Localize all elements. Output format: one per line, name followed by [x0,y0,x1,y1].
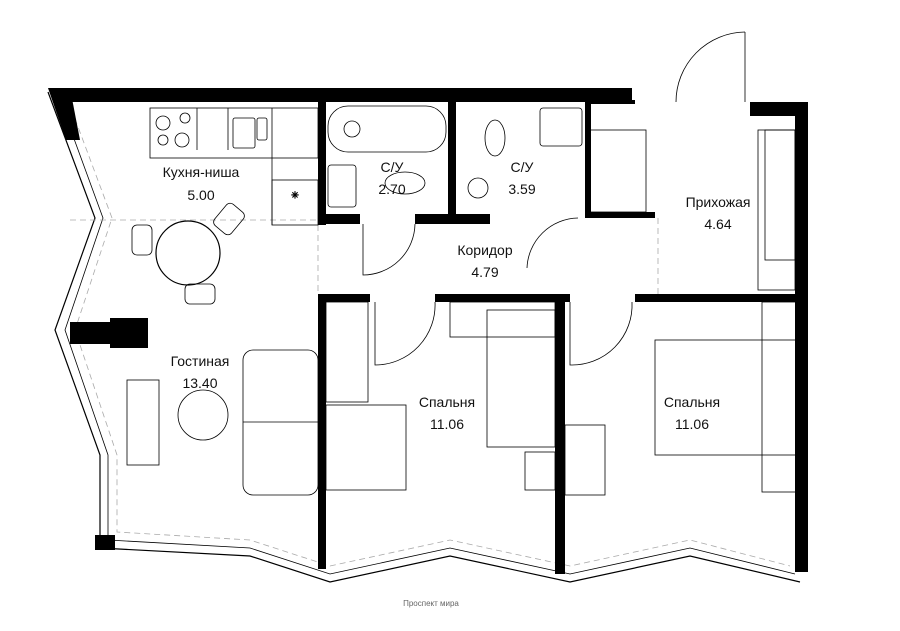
room-label-living: Гостиная 13.40 [171,353,230,391]
room-name: Прихожая [686,194,751,210]
entrance-door [675,31,746,103]
room-label-bathroom-1: С/У 2.70 [378,159,405,197]
room-label-kitchen: Кухня-ниша 5.00 [163,164,240,203]
room-name: С/У [511,159,534,175]
kitchen-furniture: ⁕ [131,107,319,305]
room-name: Спальня [419,394,475,410]
room-name: Спальня [664,394,720,410]
street-label: Проспект мира [403,599,459,608]
room-label-bedroom-1: Спальня 11.06 [419,394,475,432]
room-label-hallway: Прихожая 4.64 [686,194,751,232]
svg-text:⁕: ⁕ [289,187,301,203]
room-area: 3.59 [508,181,535,197]
bathroom-fixtures [327,105,647,213]
room-name: Гостиная [171,353,230,369]
room-area: 13.40 [182,375,217,391]
living-furniture [126,301,407,496]
room-name: Кухня-ниша [163,164,240,180]
room-area: 5.00 [187,187,214,203]
room-area: 11.06 [675,416,709,432]
interior-doors [70,217,659,366]
bedroom-furniture [449,301,801,496]
room-label-bedroom-2: Спальня 11.06 [664,394,720,432]
room-area: 4.79 [471,264,498,280]
room-name: С/У [381,159,404,175]
room-label-bathroom-2: С/У 3.59 [508,159,535,197]
hallway-wardrobe [757,129,796,291]
room-area: 11.06 [430,416,464,432]
walls [48,88,808,574]
room-area: 4.64 [704,216,731,232]
room-name: Коридор [457,242,513,258]
room-area: 2.70 [378,181,405,197]
room-label-corridor: Коридор 4.79 [457,242,513,280]
facade-windows [47,91,801,583]
